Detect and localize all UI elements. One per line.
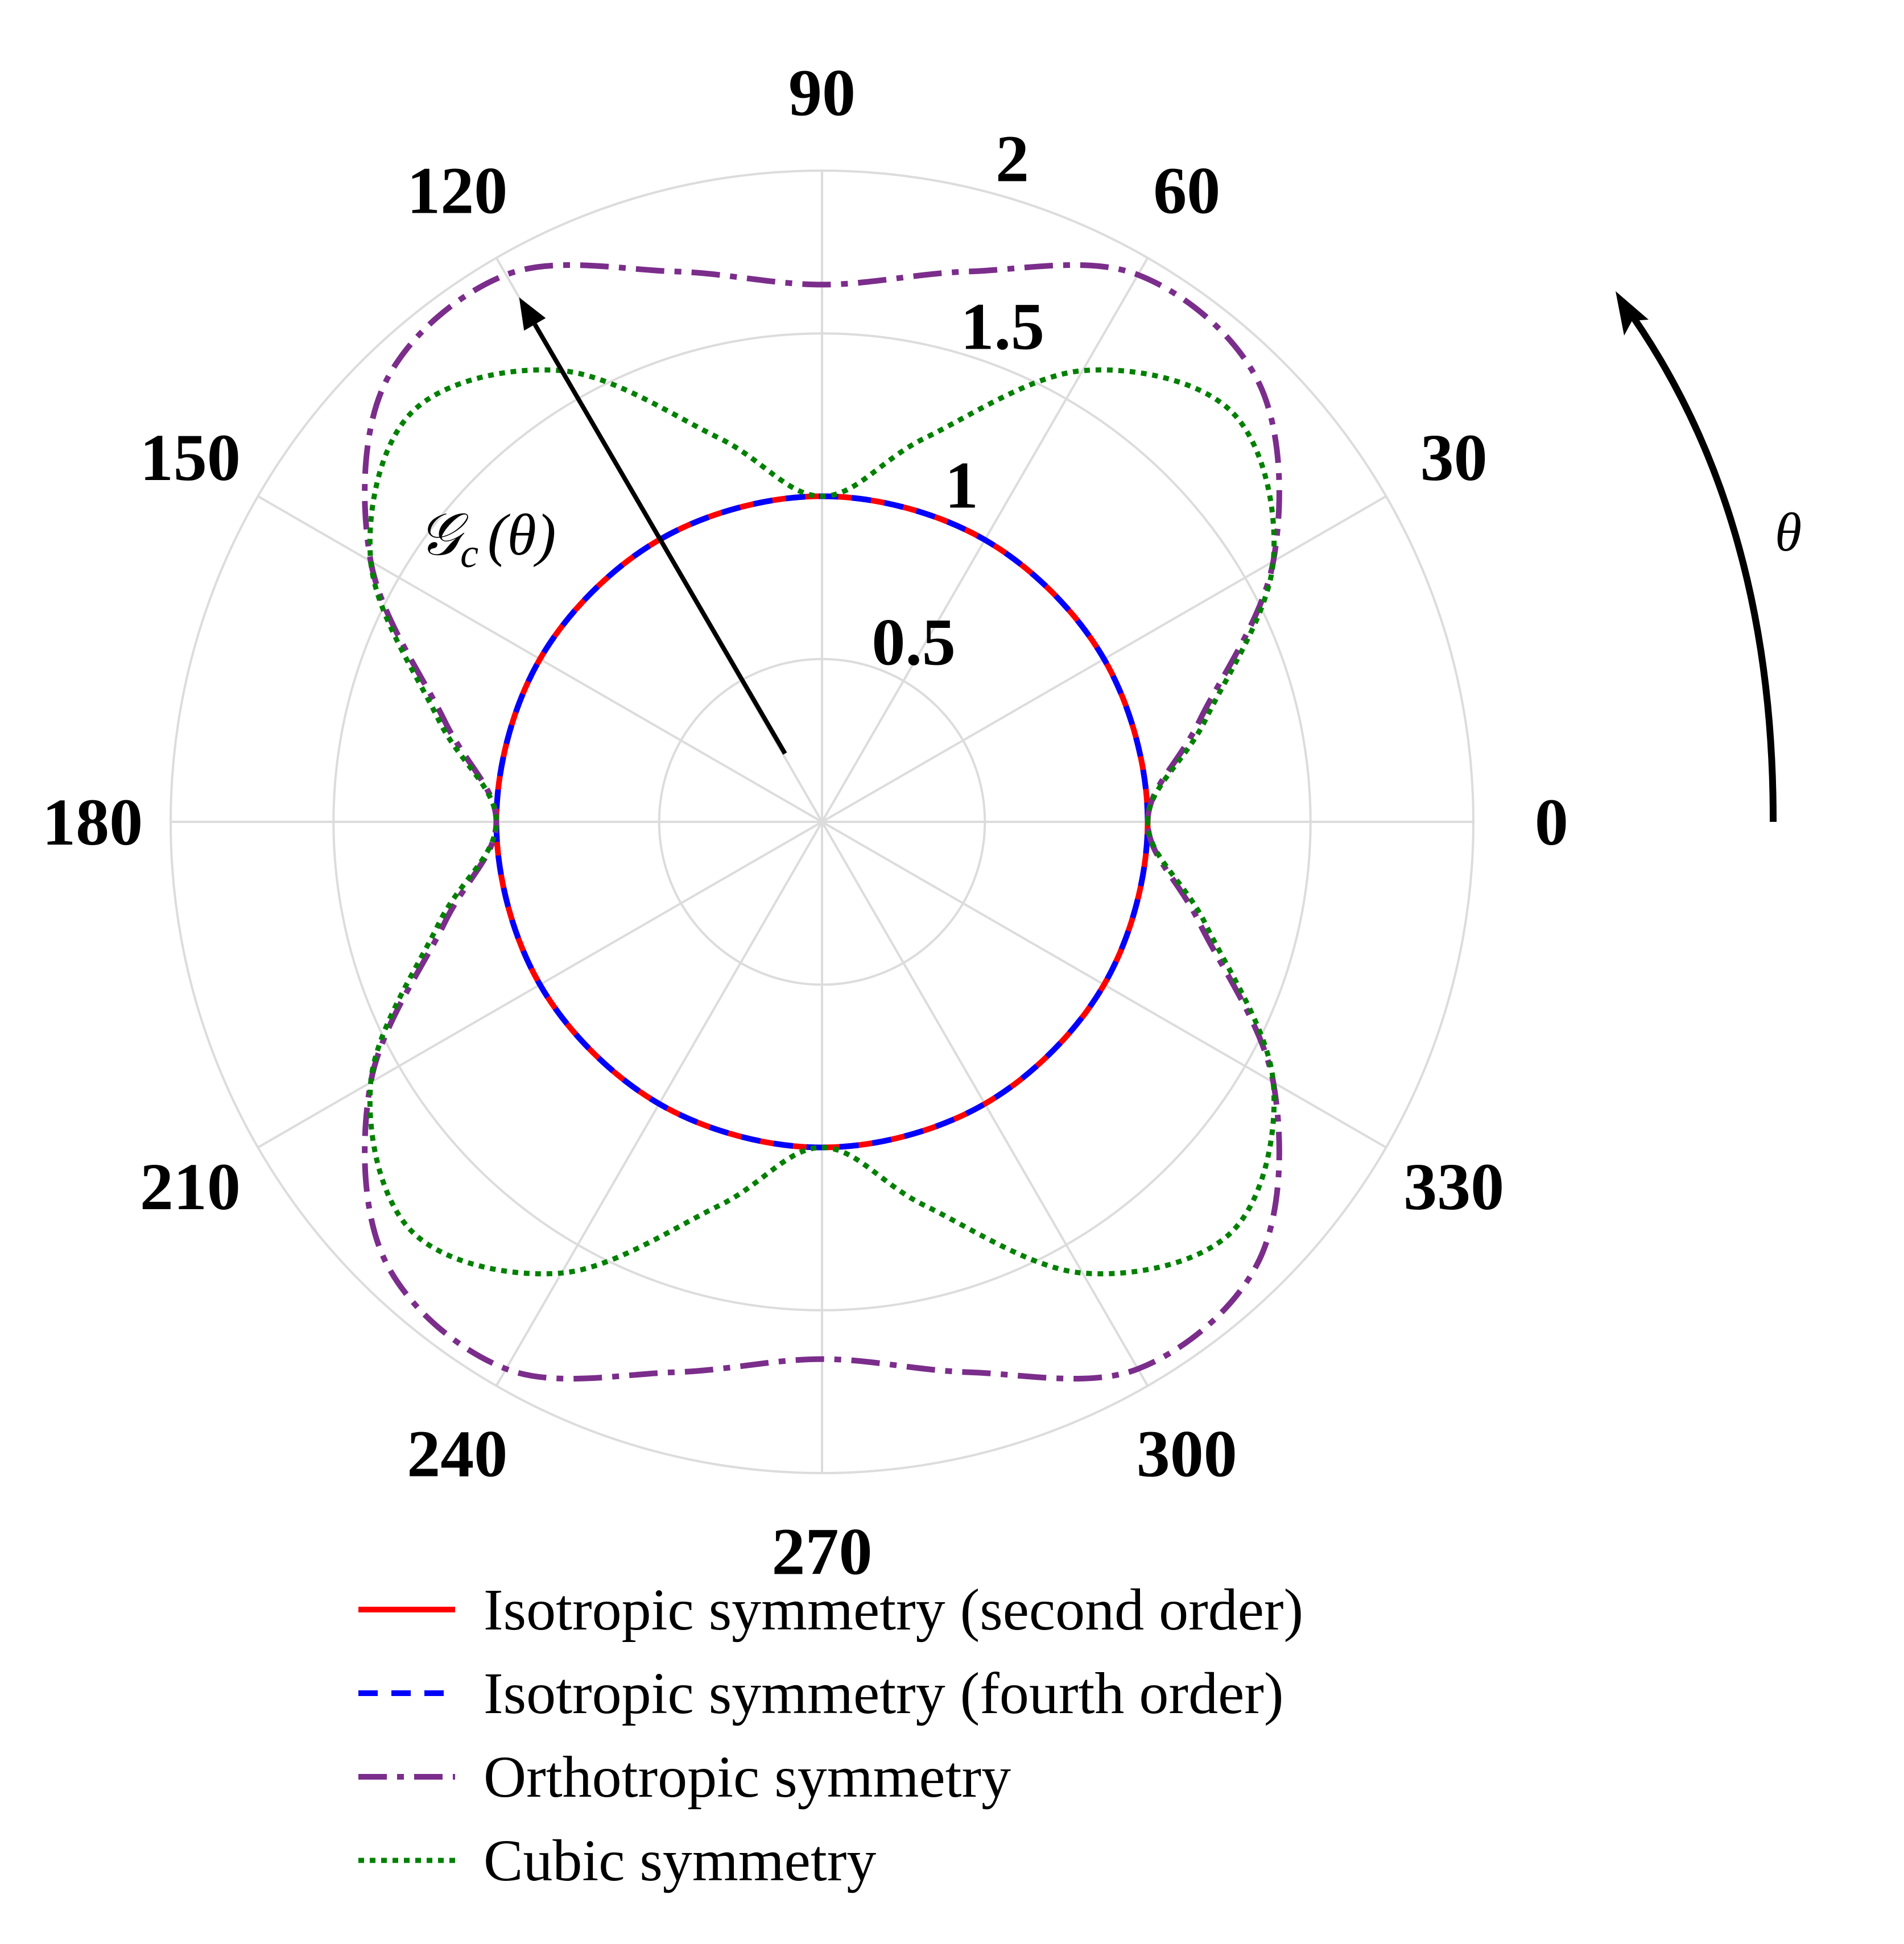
radial-tick-label-0: 0.5 xyxy=(872,605,956,680)
legend-label-1: Isotropic symmetry (fourth order) xyxy=(484,1661,1284,1726)
series-line-1 xyxy=(493,493,1151,1151)
radial-tick-label-3: 2 xyxy=(996,121,1029,196)
radial-tick-label-2: 1.5 xyxy=(960,289,1044,363)
vector-label-argument: (θ) xyxy=(488,502,556,568)
angular-tick-label-5: 150 xyxy=(140,420,241,495)
vector-arrow-line xyxy=(532,323,787,755)
series-line-2 xyxy=(362,262,1282,1382)
theta-arrow-head xyxy=(1616,291,1649,336)
angular-tick-label-11: 330 xyxy=(1403,1149,1504,1224)
radial-tick-labels: 0.5 1 1.5 2 xyxy=(872,121,1044,679)
vector-annotation: 𝒢c(θ) xyxy=(418,297,787,755)
angular-tick-label-10: 300 xyxy=(1137,1417,1237,1491)
angular-tick-label-2: 60 xyxy=(1153,153,1220,228)
radial-tick-label-1: 1 xyxy=(945,448,978,523)
angular-tick-label-9: 270 xyxy=(772,1514,873,1589)
legend: Isotropic symmetry (second order) Isotrop… xyxy=(358,1577,1303,1893)
angular-tick-label-7: 210 xyxy=(140,1149,241,1224)
angular-tick-label-0: 0 xyxy=(1535,785,1568,859)
theta-label: θ xyxy=(1775,502,1802,562)
polar-grid xyxy=(170,169,1475,1474)
vector-label: 𝒢c(θ) xyxy=(418,502,556,576)
legend-label-2: Orthotropic symmetry xyxy=(484,1744,1011,1810)
angular-tick-label-4: 120 xyxy=(407,153,507,228)
theta-arc xyxy=(1621,302,1777,822)
legend-label-0: Isotropic symmetry (second order) xyxy=(484,1577,1303,1643)
angular-tick-label-1: 30 xyxy=(1420,420,1488,495)
legend-label-3: Cubic symmetry xyxy=(484,1828,876,1893)
angular-tick-label-8: 240 xyxy=(407,1417,507,1491)
vector-arrow-head xyxy=(519,297,546,331)
theta-annotation: θ xyxy=(1616,291,1802,822)
series-group xyxy=(362,262,1282,1382)
angular-tick-label-3: 90 xyxy=(788,56,856,130)
angular-tick-label-6: 180 xyxy=(42,785,143,859)
angular-tick-labels: 0 30 60 90 120 150 180 210 240 270 300 330 xyxy=(42,56,1568,1589)
vector-label-subscript: c xyxy=(460,531,478,576)
